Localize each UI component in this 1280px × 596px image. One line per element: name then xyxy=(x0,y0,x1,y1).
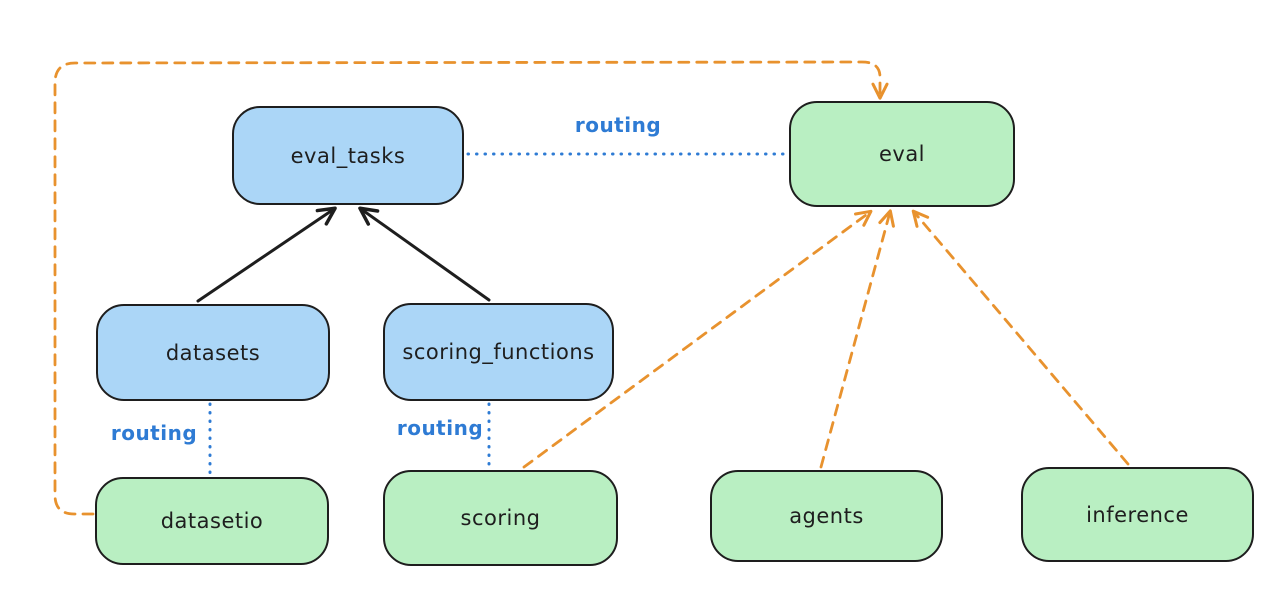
node-agents-label: agents xyxy=(789,504,864,528)
node-datasets-label: datasets xyxy=(165,340,261,365)
node-eval-tasks: eval_tasks xyxy=(232,106,464,205)
node-scoring-functions: scoring_functions xyxy=(383,303,614,401)
node-scoring-functions-label: scoring_functions xyxy=(402,340,595,364)
routing-label-eval-tasks-eval: routing xyxy=(574,113,662,137)
node-scoring-label: scoring xyxy=(460,506,541,530)
routing-label-scoring-functions-scoring: routing xyxy=(396,416,484,440)
node-inference: inference xyxy=(1021,467,1254,562)
edge-inference-to-eval xyxy=(911,209,1130,466)
node-datasetio: datasetio xyxy=(95,477,329,565)
routing-label-datasets-datasetio: routing xyxy=(110,421,198,445)
node-agents: agents xyxy=(710,470,943,562)
node-eval-label: eval xyxy=(878,142,926,166)
edge-datasetio-to-eval-loop xyxy=(53,60,889,516)
node-eval: eval xyxy=(789,101,1015,207)
edge-agents-to-eval xyxy=(819,209,895,469)
edge-datasets-to-eval-tasks xyxy=(196,206,337,303)
node-datasetio-label: datasetio xyxy=(160,509,264,533)
node-datasets: datasets xyxy=(96,304,330,401)
edge-scoring-to-eval xyxy=(522,209,873,469)
node-inference-label: inference xyxy=(1086,502,1189,527)
node-scoring: scoring xyxy=(383,470,618,566)
edge-scoring-functions-to-eval-tasks xyxy=(358,206,491,302)
node-eval-tasks-label: eval_tasks xyxy=(290,143,406,168)
